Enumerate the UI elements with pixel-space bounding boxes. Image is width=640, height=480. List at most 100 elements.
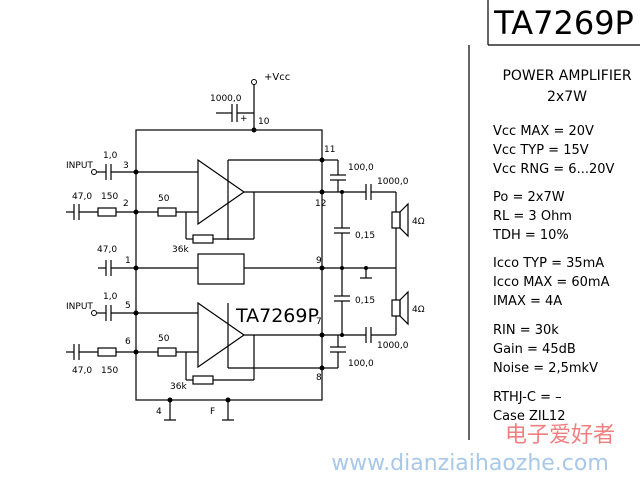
c-out2-label: 1000,0	[377, 341, 409, 351]
pin-7-label: 7	[316, 317, 322, 327]
junction-gnd	[340, 266, 344, 270]
junctions	[133, 127, 368, 403]
input2-terminal	[91, 310, 97, 316]
amplifier-lower	[136, 301, 322, 385]
junction-pin8	[319, 365, 325, 371]
spec-imax: IMAX = 4A	[493, 294, 562, 309]
spec-po: Po = 2x7W	[493, 190, 565, 205]
r-fb1-label: 150	[101, 192, 118, 202]
title-block: TA7269P	[468, 0, 640, 440]
junction-pin10	[251, 127, 257, 133]
junction-pin2	[133, 209, 139, 215]
part-title: TA7269P	[493, 4, 634, 42]
spec-icco-typ: Icco TYP = 35mA	[493, 256, 604, 271]
resistor-50-upper	[157, 207, 177, 217]
c-boot2-label: 100,0	[348, 359, 374, 369]
junction-gnd-mid	[364, 266, 368, 270]
input2-label: INPUT	[66, 302, 93, 312]
spec-noise: Noise = 2,5mkV	[493, 361, 598, 376]
pin-F-label: F	[210, 407, 215, 417]
speaker2-body	[391, 299, 401, 317]
junction-pin1	[133, 265, 139, 271]
junction-pinF	[225, 397, 231, 403]
supply-section: +Vcc 1000,0 10 +	[210, 72, 290, 130]
vcc-cap-label: 1000,0	[210, 94, 242, 104]
r-fb2-label: 150	[101, 366, 118, 376]
speaker2-cone	[399, 290, 409, 326]
c-015-2-label: 0,15	[355, 296, 375, 306]
c-015-1-label: 0,15	[355, 231, 375, 241]
r-a2-label: 50	[158, 334, 170, 344]
speaker1-body	[391, 211, 401, 229]
watermark-url: www.dianziaihaozhe.com	[331, 451, 609, 476]
c-fb1-label: 47,0	[72, 192, 92, 202]
spec-vcc-rng: Vcc RNG = 6...20V	[493, 162, 615, 177]
r-36k-1-label: 36k	[172, 245, 189, 255]
spec-rin: RIN = 30k	[493, 323, 559, 338]
header-line2: 2x7W	[547, 89, 587, 105]
spec-vcc-max: Vcc MAX = 20V	[493, 124, 594, 139]
c-in1-label: 1,0	[103, 151, 118, 161]
input1-label: INPUT	[66, 161, 93, 171]
pin-1-label: 1	[125, 256, 131, 266]
amplifier-upper	[136, 158, 322, 244]
spec-rl: RL = 3 Ohm	[493, 209, 572, 224]
vcc-cap-plus: +	[240, 114, 248, 124]
header-line1: POWER AMPLIFIER	[502, 68, 631, 84]
spk1-label: 4Ω	[412, 217, 425, 227]
pin-6-label: 6	[125, 337, 131, 347]
pin-10-label: 10	[258, 117, 270, 127]
chip-label: TA7269P	[235, 305, 319, 327]
resistor-50-lower	[157, 347, 177, 357]
junction-out1	[340, 190, 344, 194]
junction-pin9	[319, 265, 325, 271]
spec-tdh: TDH = 10%	[492, 228, 569, 243]
junction-pin3	[133, 169, 139, 175]
chip-outline	[135, 129, 323, 401]
resistor-36k-upper	[192, 234, 214, 244]
r-a1-label: 50	[158, 194, 170, 204]
input1-terminal	[91, 169, 97, 175]
junction-out2	[340, 333, 344, 337]
vcc-terminal	[251, 79, 257, 85]
output-section: 11 12 9 7 8 100,0 1000,0 0,15 0,15	[315, 145, 425, 383]
junction-pin11	[319, 157, 325, 163]
speaker1-cone	[399, 202, 409, 238]
input-section: INPUT 1,0 3 47,0 150 2 47,0 1 INPUT 1,0 …	[66, 151, 189, 392]
c-in2-label: 1,0	[103, 292, 118, 302]
pin-8-label: 8	[316, 373, 322, 383]
pin-5-label: 5	[125, 301, 131, 311]
spec-gain: Gain = 45dB	[493, 342, 576, 357]
resistor-150-upper	[97, 207, 117, 217]
r-36k-2-label: 36k	[170, 382, 187, 392]
opamp-lower	[197, 301, 246, 369]
resistor-36k-lower	[192, 375, 214, 385]
c-boot1-label: 100,0	[348, 163, 374, 173]
pin-2-label: 2	[123, 199, 129, 209]
spec-rthj: RTHJ-C = –	[493, 390, 562, 405]
junction-pin7	[319, 332, 325, 338]
junction-pin5	[133, 310, 139, 316]
watermark-cn: 电子爱好者	[505, 423, 615, 448]
junction-pin6	[133, 349, 139, 355]
resistor-150-lower	[97, 347, 117, 357]
ground-section: 4 F	[156, 400, 234, 421]
pin-3-label: 3	[123, 161, 129, 171]
vcc-label: +Vcc	[264, 72, 290, 83]
bias-block	[197, 253, 245, 285]
c-fb2-label: 47,0	[72, 366, 92, 376]
junction-pin12	[319, 189, 325, 195]
spec-vcc-typ: Vcc TYP = 15V	[493, 143, 589, 158]
junction-pin4	[167, 397, 173, 403]
c-mid-label: 47,0	[97, 245, 117, 255]
pin-11-label: 11	[324, 145, 335, 155]
pin-12-label: 12	[315, 199, 326, 209]
spk2-label: 4Ω	[412, 305, 425, 315]
pin-4-label: 4	[156, 407, 162, 417]
spec-case: Case ZIL12	[493, 409, 565, 424]
c-out1-label: 1000,0	[377, 177, 409, 187]
opamp-upper	[197, 158, 246, 226]
spec-list: Vcc MAX = 20V Vcc TYP = 15V Vcc RNG = 6.…	[492, 124, 615, 424]
